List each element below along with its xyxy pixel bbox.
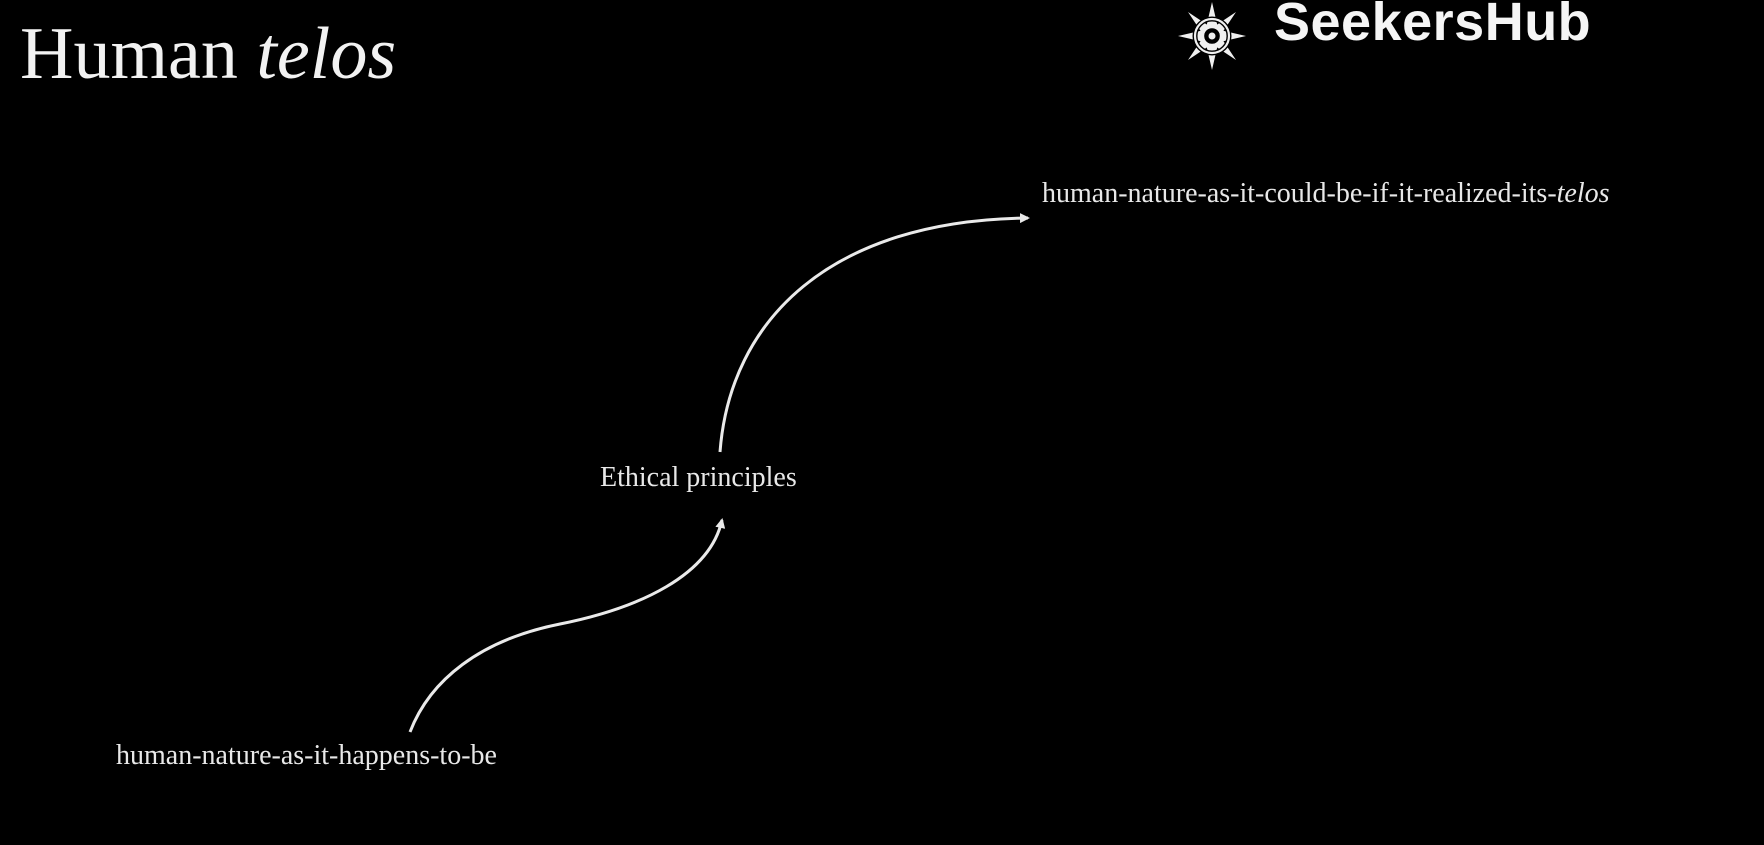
node-human-nature-realized: human-nature-as-it-could-be-if-it-realiz…: [1042, 178, 1610, 210]
seekershub-logo: SeekersHub: [1162, 0, 1591, 80]
title-italic: telos: [256, 13, 397, 95]
arrow-to-telos: [718, 213, 1030, 453]
slide-title: Human telos: [20, 6, 396, 102]
arrow-to-ethical-principles: [408, 518, 726, 733]
logo-text: SeekersHub: [1274, 0, 1592, 52]
compass-rose-icon: [1162, 0, 1262, 80]
node-end-prefix: human-nature-as-it-could-be-if-it-realiz…: [1042, 178, 1557, 209]
node-human-nature-as-it-is: human-nature-as-it-happens-to-be: [116, 740, 497, 771]
title-main: Human: [20, 13, 238, 95]
node-end-italic: telos: [1556, 178, 1610, 209]
node-ethical-principles: Ethical principles: [600, 462, 797, 493]
